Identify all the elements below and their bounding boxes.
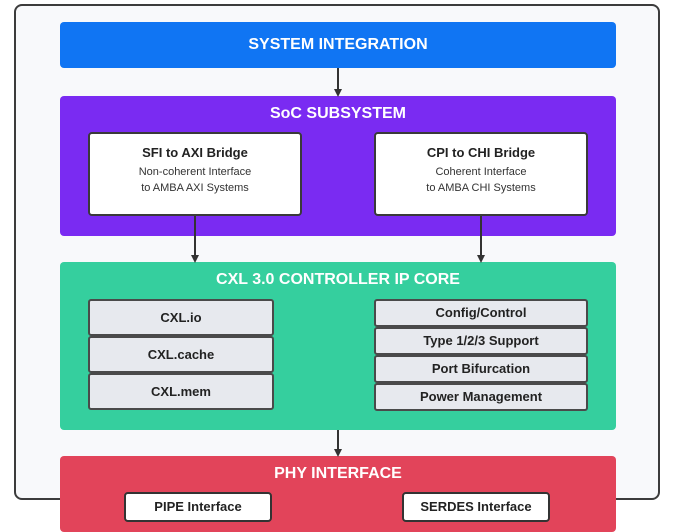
cxl-controller-title: CXL 3.0 CONTROLLER IP CORE xyxy=(216,271,460,288)
serdes-interface-box: SERDES Interface xyxy=(402,492,550,522)
bridge-description-line: to AMBA CHI Systems xyxy=(426,182,536,194)
soc-subsystem-title: SoC SUBSYSTEM xyxy=(269,105,406,122)
bridge-description-line: to AMBA AXI Systems xyxy=(141,182,249,194)
protocol-cxl-mem: CXL.mem xyxy=(88,373,274,410)
bridge-title: SFI to AXI Bridge xyxy=(142,145,248,160)
protocol-cxl-cache: CXL.cache xyxy=(88,336,274,373)
feature-config-control: Config/Control xyxy=(374,299,588,327)
feature-type-support: Type 1/2/3 Support xyxy=(374,327,588,355)
cpi-to-chi-bridge-box: CPI to CHI Bridge Coherent Interface to … xyxy=(374,132,588,216)
pipe-interface-box: PIPE Interface xyxy=(124,492,272,522)
feature-port-bifurcation: Port Bifurcation xyxy=(374,355,588,383)
system-integration-block: SYSTEM INTEGRATION xyxy=(60,22,616,68)
protocol-cxl-io: CXL.io xyxy=(88,299,274,336)
phy-interface-title: PHY INTERFACE xyxy=(274,465,402,482)
bridge-description-line: Coherent Interface xyxy=(435,166,527,178)
bridge-title: CPI to CHI Bridge xyxy=(426,145,536,160)
feature-power-management: Power Management xyxy=(374,383,588,411)
system-integration-title: SYSTEM INTEGRATION xyxy=(248,36,428,53)
bridge-description-line: Non-coherent Interface xyxy=(138,166,252,178)
sfi-to-axi-bridge-box: SFI to AXI Bridge Non-coherent Interface… xyxy=(88,132,302,216)
